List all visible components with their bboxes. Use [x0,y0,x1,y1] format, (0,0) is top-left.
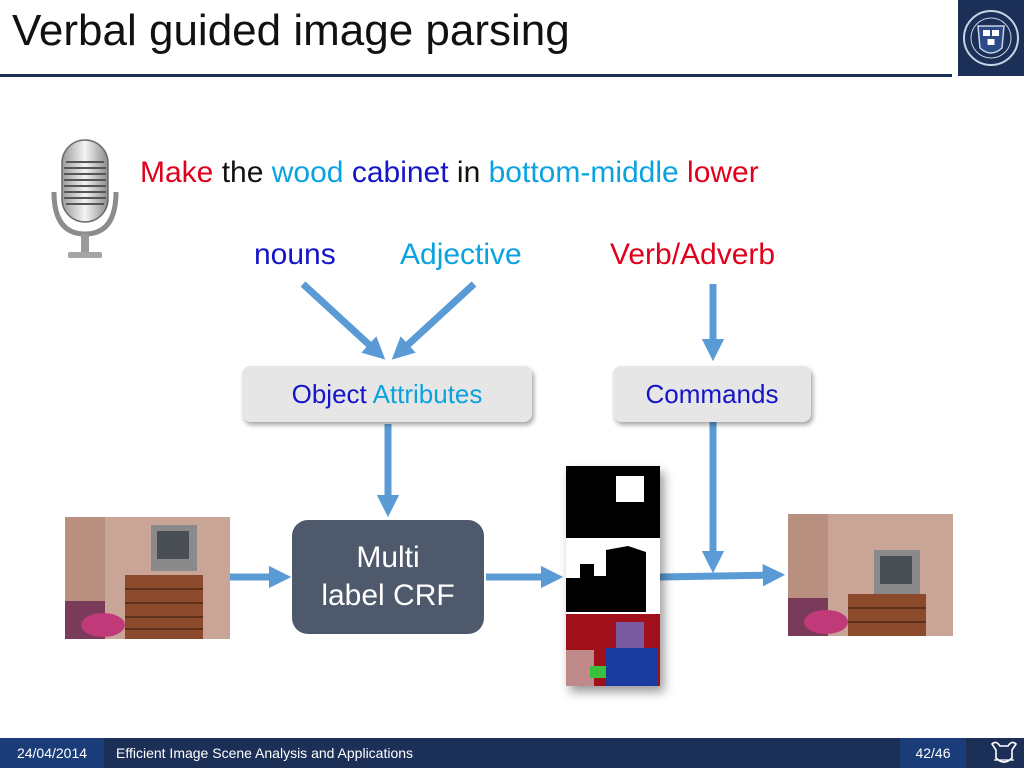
footer-talk-title: Efficient Image Scene Analysis and Appli… [116,745,414,761]
object-attributes-box: Object Attributes [242,366,532,422]
sentence-word-in: in [456,156,481,189]
verbal-command-sentence: Make the wood cabinet in bottom-middle l… [140,156,759,190]
label-masks-stack [566,466,660,686]
footer-page-number: 42/46 [900,738,966,768]
crf-line-2: label CRF [321,579,455,612]
mask-tv [566,466,660,538]
label-verb-adverb: Verb/Adverb [610,238,776,271]
label-nouns: nouns [254,238,336,271]
object-label: Object [291,379,367,409]
university-crest-icon [958,0,1024,76]
arrow-adjective-to-object [391,281,477,360]
arrow-nouns-to-object [300,281,386,360]
input-image [65,517,230,639]
sentence-word-wood: wood [271,156,344,189]
crf-line-1: Multi [356,541,420,574]
attributes-label: Attributes [372,379,483,409]
sentence-word-bottom-middle: bottom-middle [488,156,679,189]
title-divider [0,74,952,77]
sentence-word-make: Make [140,156,214,189]
flow-arrows [230,281,786,589]
microphone-icon [46,136,124,264]
commands-box: Commands [613,366,811,422]
sentence-word-cabinet: cabinet [351,156,449,189]
output-image [788,514,953,636]
ox-logo-icon [986,738,1024,768]
slide-footer: 24/04/2014 Efficient Image Scene Analysi… [0,738,1024,768]
arrow-masks-to-output [659,563,786,587]
sentence-word-the: the [221,156,264,189]
slide-title: Verbal guided image parsing [12,6,570,55]
sentence-word-lower: lower [687,156,759,189]
footer-date: 24/04/2014 [0,738,104,768]
multi-label-crf-box: Multi label CRF [292,520,484,634]
label-adjective: Adjective [400,238,522,271]
